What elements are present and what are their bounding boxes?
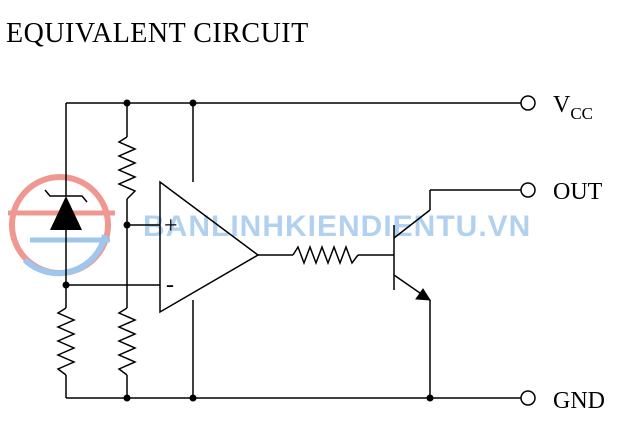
vcc-label-sub: CC xyxy=(570,104,593,123)
resistor-base xyxy=(292,244,359,266)
resistor-top-divider xyxy=(117,136,137,200)
resistors xyxy=(56,136,359,376)
zener-diode xyxy=(44,189,88,240)
out-label: OUT xyxy=(553,179,603,205)
terminal-nodes xyxy=(520,95,536,406)
watermark-logo-arc xyxy=(22,234,108,277)
circuit-wires xyxy=(65,102,521,399)
opamp-plus-label: + xyxy=(164,213,178,239)
npn-transistor xyxy=(393,209,431,301)
gnd-terminal xyxy=(520,390,536,406)
watermark-logo xyxy=(8,174,115,277)
out-terminal xyxy=(520,182,536,198)
gnd-label: GND xyxy=(553,388,605,414)
opamp-minus-label: - xyxy=(166,272,174,298)
vcc-label: VCC xyxy=(553,92,593,123)
resistor-bottom-middle xyxy=(117,307,137,376)
resistor-bottom-left xyxy=(56,307,76,376)
vcc-label-main: V xyxy=(553,92,571,118)
vcc-terminal xyxy=(520,95,536,111)
watermark-text: BANLINHKIENDIENTU.VN xyxy=(143,210,531,243)
op-amp xyxy=(159,180,260,314)
diagram-title: EQUIVALENT CIRCUIT xyxy=(6,18,309,49)
junction-dots xyxy=(62,99,434,402)
